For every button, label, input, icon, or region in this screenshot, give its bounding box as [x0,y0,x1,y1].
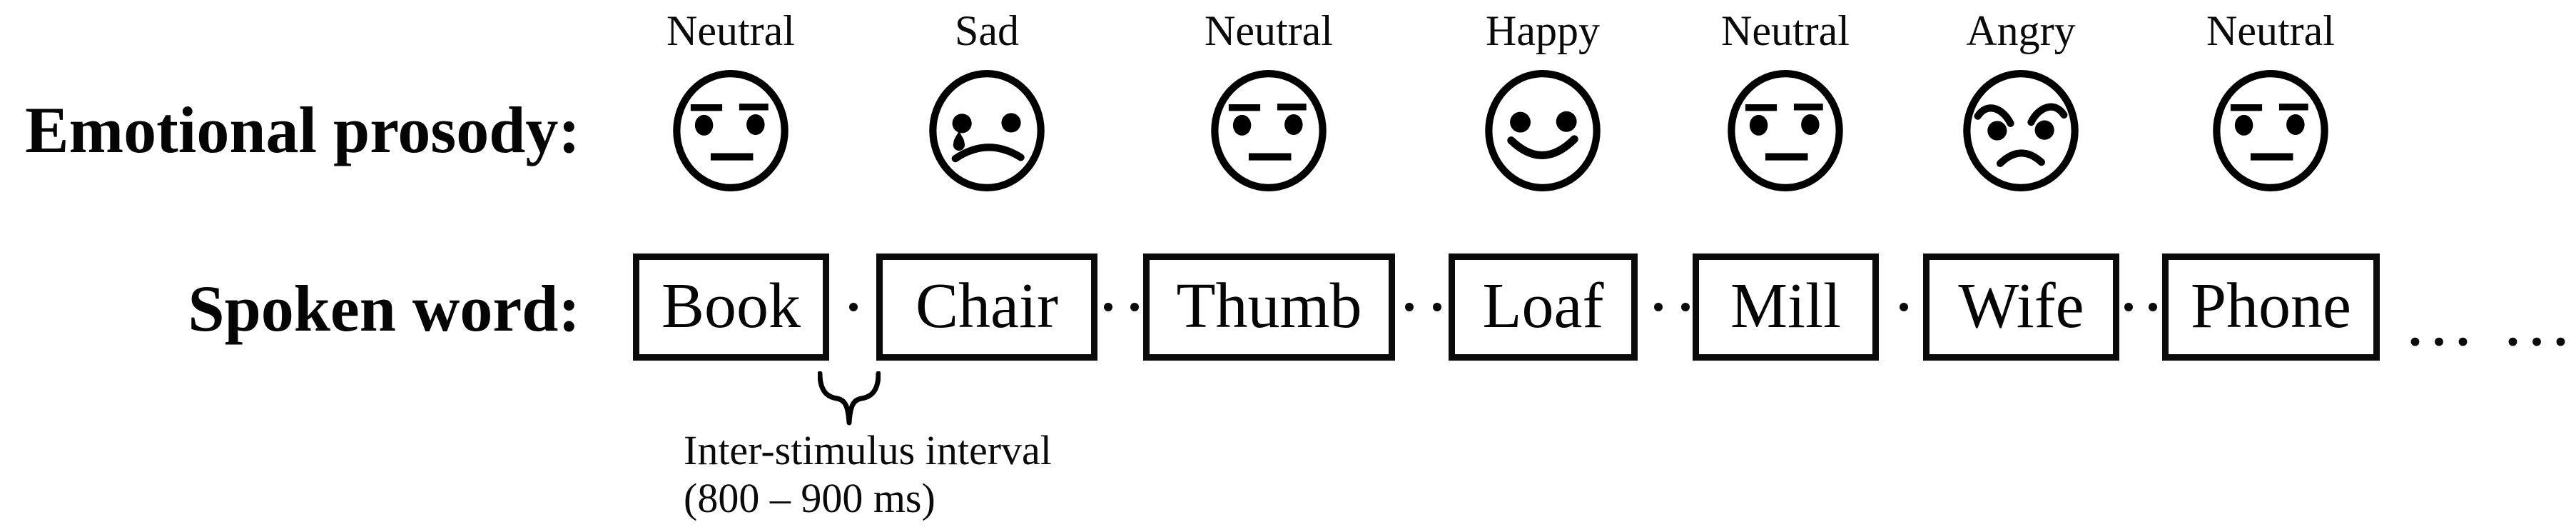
neutral-face-icon [673,70,788,191]
happy-face-icon [1485,70,1601,191]
separator-dot [1405,303,1414,311]
separator-dot [1104,303,1112,311]
underbrace-icon [818,371,881,426]
spoken-word-row-label: Spoken word: [188,272,580,345]
neutral-face-icon [1211,70,1327,191]
word-box-label: Wife [1958,271,2084,341]
separator-dot [1900,303,1908,311]
separator-dot [1654,303,1663,311]
emotional-prosody-row-label: Emotional prosody: [25,94,580,166]
word-box-label: Thumb [1176,271,1362,341]
sad-face-icon [929,70,1045,191]
separator-dot [2124,303,2133,311]
word-box: Thumb [1143,254,1395,361]
emotion-label: Neutral [2206,7,2335,54]
emotion-label: Neutral [1721,7,1850,54]
emotion-label: Neutral [1205,7,1333,54]
isi-annotation-line2: (800 – 900 ms) [684,475,935,521]
word-box: Loaf [1449,254,1638,361]
separator-dot [1681,303,1690,311]
word-box: Phone [2162,254,2380,361]
angry-face-icon [1963,70,2079,191]
word-box-label: Chair [916,271,1058,341]
neutral-face-icon [2213,70,2328,191]
word-box: Mill [1693,254,1879,361]
word-box: Chair [876,254,1097,361]
word-box-label: Phone [2191,271,2351,341]
separator-dot [849,303,858,311]
word-box: Book [633,254,829,361]
word-box-label: Mill [1730,271,1842,341]
word-box: Wife [1923,254,2119,361]
emotion-label: Angry [1966,7,2076,54]
separator-dot [2149,303,2157,311]
isi-annotation: Inter-stimulus interval (800 – 900 ms) [684,426,1052,522]
separator-dot [1433,303,1441,311]
word-box-label: Book [661,271,801,341]
emotion-label: Sad [955,7,1019,54]
sequence-continuation-ellipsis: … … [2403,281,2576,361]
neutral-face-icon [1728,70,1843,191]
emotion-label: Neutral [666,7,795,54]
isi-annotation-line1: Inter-stimulus interval [684,427,1052,473]
emotion-label: Happy [1486,7,1600,54]
word-box-label: Loaf [1482,271,1604,341]
separator-dot [1130,303,1139,311]
